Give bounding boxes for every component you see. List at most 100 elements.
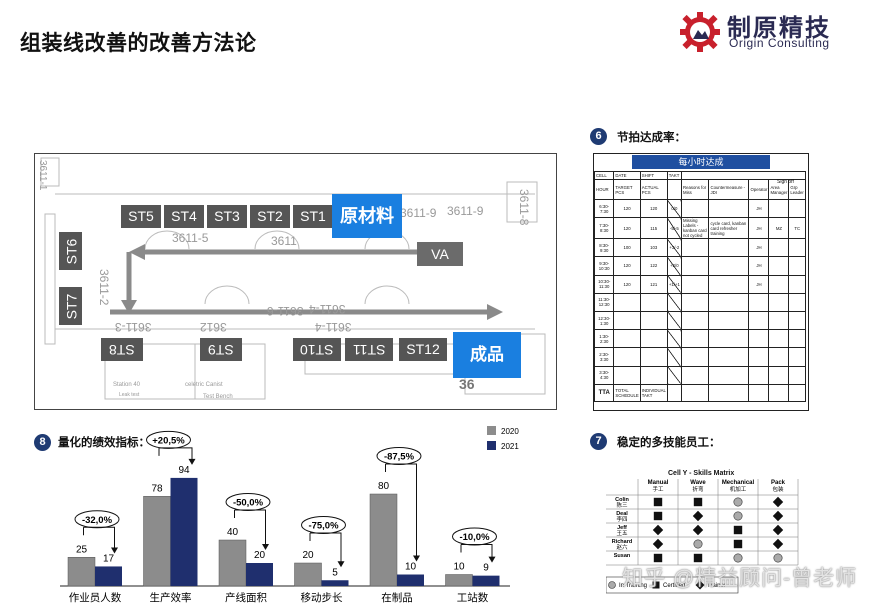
hourly-total-cell <box>708 383 750 402</box>
data-label-2020: 78 <box>151 483 163 494</box>
hourly-col-actual: ACTUAL PCS <box>639 179 668 200</box>
hourly-total-cell: TTA <box>593 383 615 402</box>
hourly-cell-hour: 8:30-9:30 <box>593 238 615 258</box>
person-name-en: Richard <box>612 539 632 545</box>
legend-circle-icon <box>608 581 616 589</box>
hourly-cell-target: 100 <box>613 238 641 258</box>
skill-diamond-icon <box>772 524 784 536</box>
logo-text-en: Origin Consulting <box>729 36 830 50</box>
hourly-cell-delta: +1/+1 <box>666 274 682 294</box>
data-label-2020: 10 <box>453 562 465 573</box>
bar-2020 <box>294 562 322 587</box>
station-st8-label: ST8 <box>109 342 135 358</box>
legend-swatch <box>487 426 496 435</box>
hourly-table: CELL DATE SHIFT TAKT HOUR TARGET PCS ACT… <box>593 171 807 402</box>
hourly-cell-mgr <box>768 256 790 276</box>
hourly-cell-delta: 0/0 <box>666 198 682 219</box>
change-annotation-label: -87,5% <box>384 452 415 463</box>
station-st2: ST2 <box>250 205 290 228</box>
raw-material-box: 原材料 <box>332 194 402 238</box>
category-label: 产线面积 <box>225 591 267 604</box>
skill-column-en: Pack <box>771 480 786 486</box>
hourly-cell-reason <box>680 198 710 219</box>
hourly-cell-counter <box>708 292 750 312</box>
skill-square-icon <box>653 497 663 507</box>
bar-2021 <box>472 575 500 586</box>
hourly-cell-op <box>748 365 770 385</box>
person-name-cn: 陈三 <box>616 501 628 509</box>
arrow-head-icon <box>337 561 345 568</box>
hourly-cell-actual <box>639 347 668 367</box>
hourly-cell-lead <box>788 238 806 258</box>
arrow-head-icon <box>262 544 269 550</box>
bar-2021 <box>170 477 198 586</box>
hourly-col-target: TARGET PCS <box>613 179 641 200</box>
label-celetric-canist: celetric Canist <box>185 382 223 388</box>
hourly-row: 11:30-12:30 <box>593 292 806 312</box>
hourly-cell-hour: 2:30-3:30 <box>593 347 615 367</box>
hourly-cell-hour: 9:30-10:30 <box>593 256 615 276</box>
hourly-cell-op: JH <box>748 238 770 258</box>
hourly-cell-actual: 121 <box>639 274 668 294</box>
person-name-en: Deal <box>616 511 628 517</box>
bar-2020 <box>445 574 473 587</box>
hourly-cell-target <box>613 365 641 385</box>
skill-column-en: Wave <box>690 480 706 486</box>
arrow-head-icon <box>111 547 118 554</box>
label-3611-1: 3611-1 <box>37 160 48 191</box>
station-st10-label: ST10 <box>300 342 334 358</box>
hourly-board-title: 每小时达成 <box>632 155 770 169</box>
hourly-cell-hour: 12:30-1:30 <box>593 310 615 331</box>
station-st7: ST7 <box>59 287 82 325</box>
change-arrow <box>460 544 493 561</box>
hourly-cell-mgr <box>768 310 790 331</box>
hourly-cell-counter <box>708 198 750 219</box>
bar-2021 <box>246 563 273 586</box>
hourly-cell-target <box>613 310 641 331</box>
hourly-head-date: DATE <box>613 171 641 180</box>
data-label-2021: 17 <box>103 553 115 564</box>
station-st11: ST11 <box>345 338 393 361</box>
station-st9: ST9 <box>200 338 242 361</box>
hourly-cell-mgr <box>768 274 790 294</box>
hourly-cell-target: 120 <box>613 198 641 219</box>
hourly-cell-counter <box>708 256 750 276</box>
change-annotation-label: -50,0% <box>233 498 264 509</box>
skill-square-icon <box>733 539 743 549</box>
person-name-en: Susan <box>614 553 631 559</box>
hourly-cell-mgr <box>768 198 790 219</box>
hourly-cell-hour: 10:30-11:30 <box>593 274 615 294</box>
hourly-cell-reason <box>680 292 710 312</box>
bar-2021 <box>321 580 349 586</box>
data-label-2020: 80 <box>378 481 390 492</box>
hourly-cell-delta: +3/-2 <box>666 238 682 258</box>
legend-diamond-icon <box>695 580 705 590</box>
change-arrow <box>309 532 342 566</box>
hourly-cell-counter <box>708 347 750 367</box>
hourly-cell-actual: 115 <box>639 217 668 240</box>
skill-column-cn: 折弯 <box>692 485 704 493</box>
skill-circle-icon <box>773 553 783 563</box>
skill-square-icon <box>693 497 703 507</box>
hourly-cell-actual: 120 <box>639 198 668 219</box>
hourly-head-cell: CELL <box>593 171 615 180</box>
hourly-row: 3:30-4:30 <box>593 365 806 385</box>
category-label: 在制品 <box>381 591 413 604</box>
hourly-cell-reason <box>680 256 710 276</box>
label-36: 36 <box>459 376 475 392</box>
hourly-cell-delta: +2/0 <box>666 256 682 276</box>
label-3611: 3611 <box>271 234 297 248</box>
page-title: 组装线改善的改善方法论 <box>20 32 257 55</box>
label-3611-4b: 3611-4 <box>309 302 346 316</box>
legend-label: 2021 <box>501 442 519 451</box>
hourly-cell-delta: -5/-5 <box>666 217 682 240</box>
label-3611-4: 3611-4 <box>315 320 352 334</box>
hourly-total-cell <box>666 383 682 402</box>
hourly-total-cell <box>768 383 790 402</box>
hourly-cell-hour: 3:30-4:30 <box>593 365 615 385</box>
hourly-cell-op: JH <box>748 256 770 276</box>
skill-diamond-icon <box>772 510 784 522</box>
hourly-cell-op <box>748 347 770 367</box>
